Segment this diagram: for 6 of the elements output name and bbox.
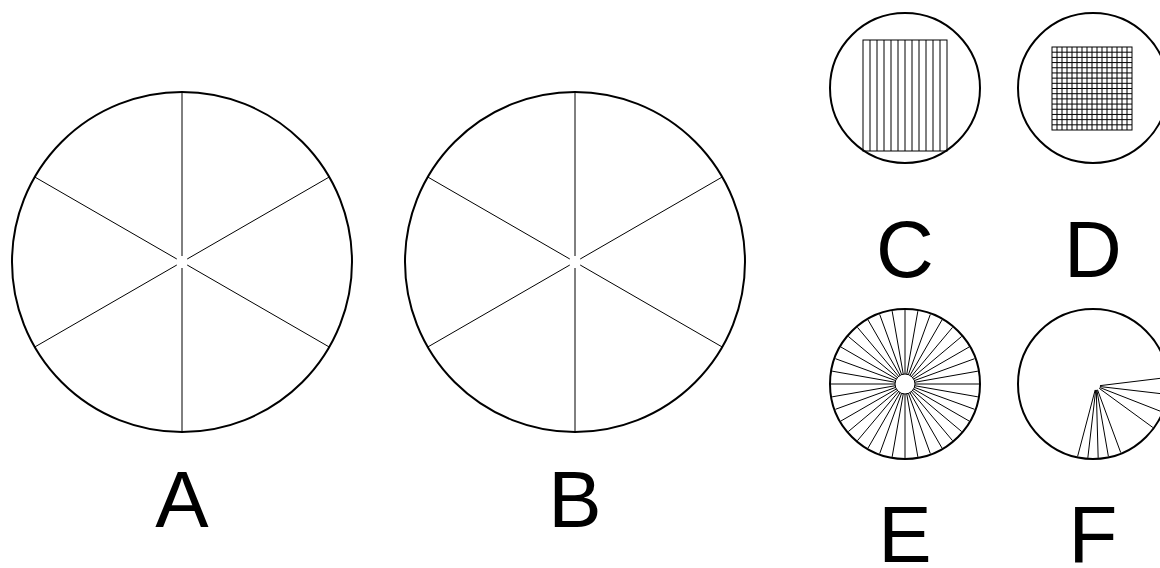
panel-letter: F xyxy=(1068,495,1118,568)
panel-letter: B xyxy=(548,460,602,540)
panel-letter: C xyxy=(876,210,934,290)
panel-letter: E xyxy=(878,495,932,568)
panel-letter: A xyxy=(155,460,209,540)
panel-letter: D xyxy=(1064,210,1122,290)
